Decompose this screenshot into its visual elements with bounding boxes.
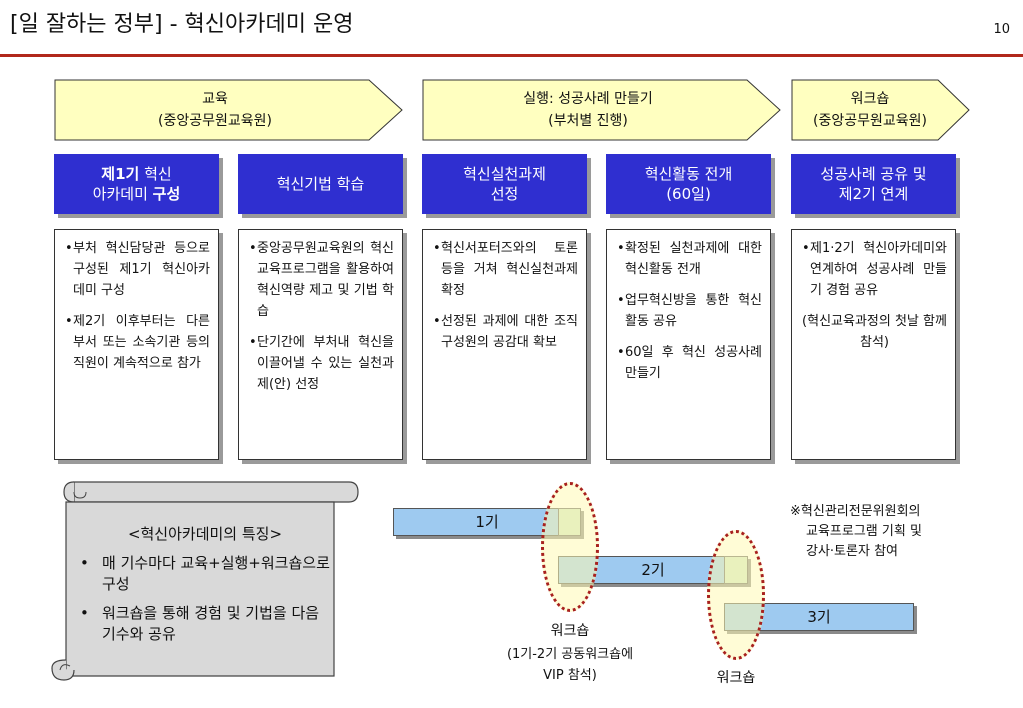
workshop-1-note-line2: VIP 참석) xyxy=(543,668,597,683)
column-5-header: 성공사례 공유 및 제2기 연계 xyxy=(791,154,956,214)
arrow-workshop: 워크숍 (중앙공무원교육원) xyxy=(791,79,971,142)
workshop-2-highlight xyxy=(707,530,765,660)
column-5-details: •제1·2기 혁신아카데미와 연계하여 성공사례 만들기 경험 공유 (혁신교육… xyxy=(791,229,956,460)
arrow-shape xyxy=(791,79,970,141)
list-item: •선정된 과제에 대한 조직 구성원의 공감대 확보 xyxy=(433,314,578,350)
arrow-execution: 실행: 성공사례 만들기 (부처별 진행) xyxy=(422,79,782,142)
arrow-shape xyxy=(422,79,781,141)
arrow-education: 교육 (중앙공무원교육원) xyxy=(54,79,404,142)
workshop-1-note-line1: (1기-2기 공동워크숍에 xyxy=(506,647,634,662)
scroll-shape xyxy=(51,481,359,681)
column-4-details: •확정된 실천과제에 대한 혁신활동 전개 •업무혁신방을 통한 혁신활동 공유… xyxy=(606,229,771,460)
committee-note: ※혁신관리전문위원회의 교육프로그램 기획 및 강사·토론자 참여 xyxy=(790,502,990,562)
committee-note-line2: 교육프로그램 기획 및 xyxy=(806,524,922,539)
column-1-head-rest: 혁신 xyxy=(139,165,172,183)
committee-note-line3: 강사·토론자 참여 xyxy=(806,544,898,559)
list-item: •업무혁신방을 통한 혁신활동 공유 xyxy=(617,293,762,329)
list-item: •중앙공무원교육원의 혁신 교육프로그램을 활용하여 혁신역량 제고 및 기법 … xyxy=(249,241,394,319)
column-1-head-line2-bold: 구성 xyxy=(152,185,181,203)
features-scroll: <혁신아카데미의 특징> •매 기수마다 교육+실행+워크숍으로 구성 •워크숍… xyxy=(44,478,362,700)
column-2-header: 혁신기법 학습 xyxy=(238,154,403,214)
arrow-workshop-sub: (중앙공무원교육원) xyxy=(813,113,927,129)
workshop-1-highlight xyxy=(541,482,599,612)
list-item: •혁신서포터즈와의 토론 등을 거쳐 혁신실천과제 확정 xyxy=(433,241,578,298)
list-item: •단기간에 부처내 혁신을 이끌어낼 수 있는 실천과제(안) 선정 xyxy=(249,335,394,392)
column-3-head-line2: 선정 xyxy=(490,185,519,203)
column-1-head-bold: 제1기 xyxy=(101,165,140,183)
column-2-head-line1: 혁신기법 학습 xyxy=(276,175,365,193)
arrow-execution-title: 실행: 성공사례 만들기 xyxy=(523,91,653,107)
list-item: •제2기 이후부터는 다른 부서 또는 소속기관 등의 직원이 계속적으로 참가 xyxy=(65,314,210,371)
column-5-note: (혁신교육과정의 첫날 함께 참석) xyxy=(802,314,947,350)
list-item: •워크숍을 통해 경험 및 기법을 다음 기수와 공유 xyxy=(80,604,320,643)
page-number: 10 xyxy=(993,22,1010,37)
list-item: •부처 혁신담당관 등으로 구성된 제1기 혁신아카 데미 구성 xyxy=(65,241,210,298)
column-2-details: •중앙공무원교육원의 혁신 교육프로그램을 활용하여 혁신역량 제고 및 기법 … xyxy=(238,229,403,460)
column-3-header: 혁신실천과제 선정 xyxy=(422,154,587,214)
workshop-2-label: 워크숍 xyxy=(716,670,756,686)
arrow-execution-sub: (부처별 진행) xyxy=(548,113,628,129)
arrow-education-title: 교육 xyxy=(202,91,228,107)
list-item: •제1·2기 혁신아카데미와 연계하여 성공사례 만들기 경험 공유 xyxy=(802,241,947,298)
page-title: [일 잘하는 정부] - 혁신아카데미 운영 xyxy=(10,12,354,37)
features-heading: <혁신아카데미의 특징> xyxy=(127,525,283,543)
column-1-header: 제1기 혁신 아카데미 구성 xyxy=(54,154,219,214)
arrow-education-sub: (중앙공무원교육원) xyxy=(158,113,272,129)
committee-note-line1: ※혁신관리전문위원회의 xyxy=(790,504,921,519)
column-4-head-line1: 혁신활동 전개 xyxy=(644,165,733,183)
workshop-1-label: 워크숍 xyxy=(550,623,590,639)
list-item: •매 기수마다 교육+실행+워크숍으로 구성 xyxy=(80,554,330,593)
list-item: •확정된 실천과제에 대한 혁신활동 전개 xyxy=(617,241,762,277)
list-item: •60일 후 혁신 성공사례 만들기 xyxy=(617,345,762,381)
column-5-head-line2: 제2기 연계 xyxy=(838,185,909,203)
arrow-workshop-title: 워크숍 xyxy=(850,91,890,107)
column-1-head-line2: 아카데미 xyxy=(92,185,153,203)
cohort-3-bar: 3기 xyxy=(724,603,914,631)
column-5-head-line1: 성공사례 공유 및 xyxy=(820,165,927,183)
title-divider xyxy=(0,54,1023,57)
column-3-head-line1: 혁신실천과제 xyxy=(463,165,546,183)
column-3-details: •혁신서포터즈와의 토론 등을 거쳐 혁신실천과제 확정 •선정된 과제에 대한… xyxy=(422,229,587,460)
arrow-shape xyxy=(54,79,403,141)
column-1-details: •부처 혁신담당관 등으로 구성된 제1기 혁신아카 데미 구성 •제2기 이후… xyxy=(54,229,219,460)
column-4-head-line2: (60일) xyxy=(666,185,711,203)
column-4-header: 혁신활동 전개 (60일) xyxy=(606,154,771,214)
